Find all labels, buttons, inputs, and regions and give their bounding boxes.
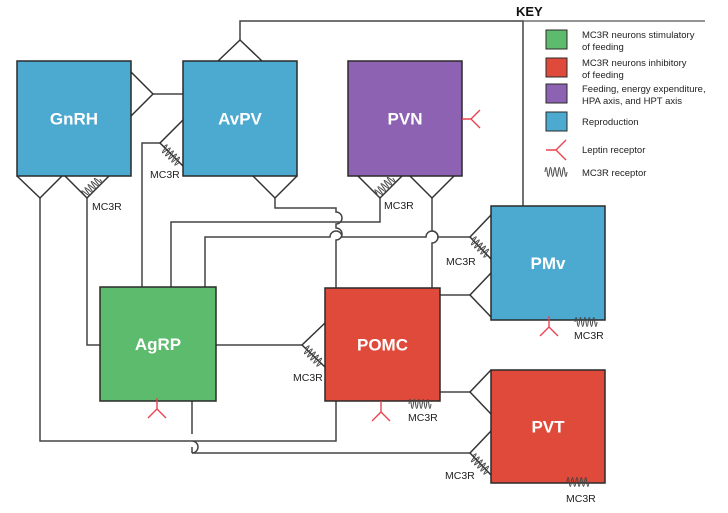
mc3r-receptor-icon-pomc-bottom <box>408 399 432 409</box>
mc3r-receptor-icon-pomc-left <box>303 345 323 367</box>
synapse-pomc-left <box>300 322 326 368</box>
legend-item-text: Feeding, energy expenditure, <box>582 84 706 95</box>
node-avpv-box <box>182 60 298 177</box>
legend-item-text: Leptin receptor <box>582 145 645 156</box>
node-gnrh-label: GnRH <box>50 110 98 129</box>
mc3r-label-pvt-left: MC3R <box>445 470 475 482</box>
node-pmv-label: PMv <box>531 254 567 273</box>
wire-avpv-top-to-pmv <box>239 20 524 206</box>
synapse-pvn-bottom-left <box>357 175 403 200</box>
node-pomc-label: POMC <box>357 336 408 355</box>
mc3r-label-pmv-bottom: MC3R <box>574 330 604 342</box>
node-agrp: AgRP <box>99 286 217 402</box>
legend-swatch-reproduction <box>545 111 568 132</box>
mc3r-label-pvn: MC3R <box>384 200 414 212</box>
legend-item-3: Reproduction <box>545 111 639 132</box>
synapse-pvn-bottom-right <box>409 175 455 200</box>
mc3r-receptor-icon-pmv-left <box>470 236 490 258</box>
node-pvt-label: PVT <box>531 418 565 437</box>
wire-gnrh-mc3r-to-agrp <box>86 198 100 346</box>
legend-item-2: Feeding, energy expenditure,HPA axis, an… <box>545 83 706 107</box>
mc3r-label-gnrh: MC3R <box>92 201 122 213</box>
leptin-receptor-icon-pvn <box>462 109 481 129</box>
leptin-receptor-icon-pomc <box>371 401 391 422</box>
node-agrp-label: AgRP <box>135 335 181 354</box>
node-pvn: PVN <box>347 60 463 177</box>
synapse-pvt-left-bottom <box>468 430 492 476</box>
legend-swatch-feeding_energy_hpa_hpt <box>545 83 568 104</box>
wire-agrp-to-avpv <box>141 142 160 287</box>
legend-swatch-stimulatory <box>545 29 568 50</box>
synapse-pmv-left-bottom <box>468 272 492 318</box>
legend-swatch-inhibitory <box>545 57 568 78</box>
synapse-avpv-top <box>217 38 263 62</box>
node-pvt: PVT <box>490 369 606 484</box>
synapse-terminals <box>16 38 492 476</box>
legend-item-text: MC3R receptor <box>582 168 646 179</box>
node-pomc: POMC <box>324 287 441 402</box>
legend-item-text: Reproduction <box>582 117 639 128</box>
legend-title: KEY <box>516 4 543 19</box>
leptin-receptor-icon-agrp <box>147 398 167 419</box>
node-pvt-box <box>490 369 606 484</box>
node-agrp-box <box>99 286 217 402</box>
mc3r-receptor-icon-pvt-left <box>470 453 490 475</box>
wire-agrp-to-pvt <box>191 401 470 454</box>
legend-item-text: of feeding <box>582 70 624 81</box>
connection-wires <box>39 20 524 454</box>
leptin-receptor-icon <box>546 139 567 161</box>
node-gnrh-box <box>16 60 132 177</box>
node-gnrh: GnRH <box>16 60 132 177</box>
mc3r-receptor-icon-pmv-bottom <box>574 317 598 327</box>
mc3r-label-pmv-left: MC3R <box>446 256 476 268</box>
wire-pvn-to-pomc <box>431 198 439 288</box>
synapse-avpv-bottom <box>252 175 298 200</box>
synapse-gnrh-bottom-left <box>16 175 63 200</box>
legend-item-text: MC3R neurons inhibitory <box>582 58 687 69</box>
mc3r-label-avpv: MC3R <box>150 169 180 181</box>
synapse-avpv-left <box>158 119 184 167</box>
node-avpv-label: AvPV <box>218 110 262 129</box>
node-pmv: PMv <box>490 205 606 321</box>
node-avpv: AvPV <box>182 60 298 177</box>
mc3r-receptor-icon-pvt-bottom <box>566 477 590 487</box>
legend-item-5: MC3R receptor <box>544 167 646 179</box>
synapse-pmv-left-top <box>468 214 492 260</box>
mc3r-receptor-icon-pvn <box>374 176 396 196</box>
wire-pvn-mc3r-to-agrp <box>170 198 381 287</box>
node-pomc-box <box>324 287 441 402</box>
legend-item-text: HPA axis, and HPT axis <box>582 96 682 107</box>
mc3r-receptor-icon <box>544 167 568 177</box>
legend-item-4: Leptin receptor <box>546 139 645 161</box>
synapse-gnrh-right <box>130 71 155 117</box>
legend-item-text: MC3R neurons stimulatory <box>582 30 695 41</box>
legend-item-text: of feeding <box>582 42 624 53</box>
mc3r-receptor-icon-gnrh <box>81 177 103 197</box>
synapse-pvt-left-top <box>468 369 492 415</box>
mc3r-label-pomc-bottom: MC3R <box>408 412 438 424</box>
leptin-receptor-icon-pmv <box>539 316 559 337</box>
node-pmv-box <box>490 205 606 321</box>
node-pvn-label: PVN <box>388 110 423 129</box>
wire-avpv-bottom-to-pomc <box>274 198 343 288</box>
mc3r-label-pvt-bottom: MC3R <box>566 493 596 505</box>
mc3r-label-pomc-left: MC3R <box>293 372 323 384</box>
mc3r-receptor-icon-avpv <box>161 144 181 166</box>
node-pvn-box <box>347 60 463 177</box>
